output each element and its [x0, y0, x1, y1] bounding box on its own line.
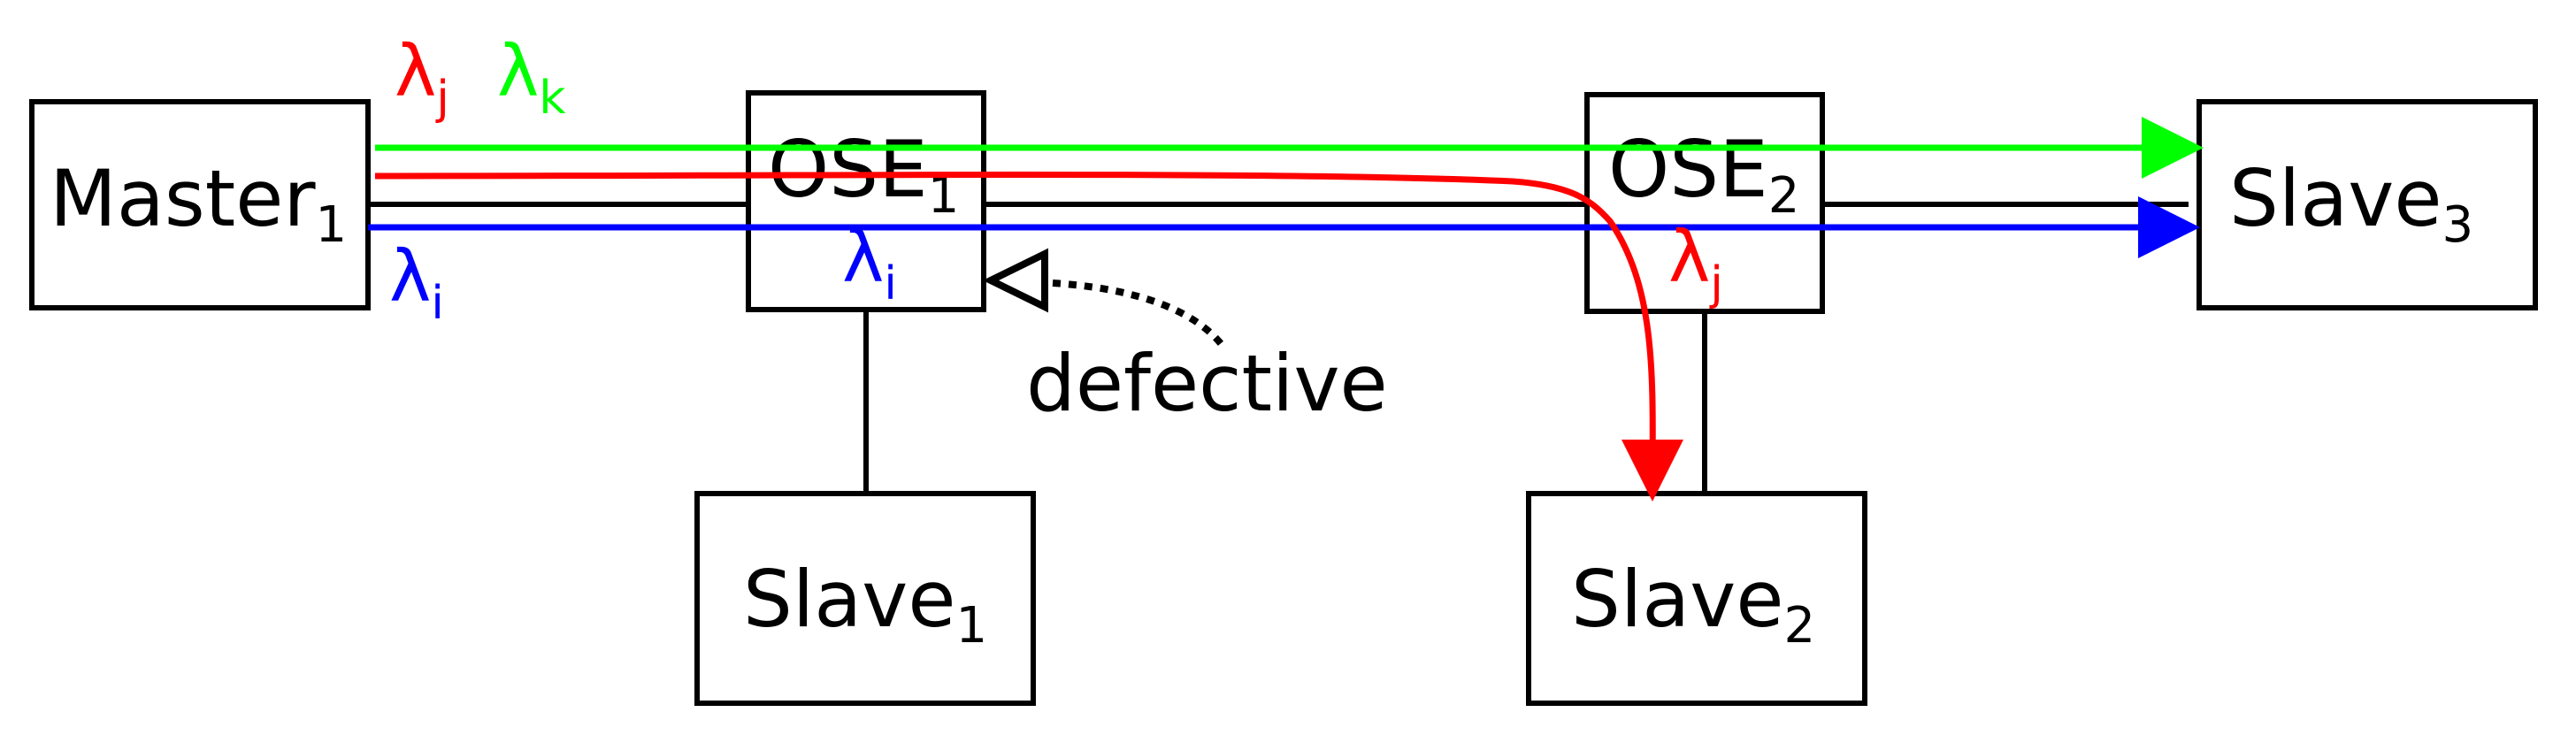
- lambda-j-label-master: λj: [395, 30, 449, 125]
- slave1-node: Slave1: [694, 491, 1036, 706]
- ose2-label: OSE2: [1608, 124, 1799, 225]
- slave1-label: Slave1: [743, 554, 987, 655]
- lambda-k-label-master: λk: [497, 30, 565, 125]
- lambda-j-path: [374, 172, 1684, 502]
- ose1-node: OSE1: [746, 90, 986, 312]
- lambda-i-label-ose1: λi: [842, 216, 897, 310]
- defective-pointer: [1052, 280, 1229, 352]
- ose1-label: OSE1: [768, 124, 959, 225]
- slave2-label: Slave2: [1571, 554, 1815, 655]
- defective-label: defective: [1026, 338, 1388, 429]
- lambda-i-label-master: λi: [389, 235, 444, 330]
- defective-port-triangle-icon: [982, 248, 1048, 313]
- slave3-label: Slave3: [2229, 153, 2473, 254]
- lambda-j-label-ose2: λj: [1668, 216, 1723, 310]
- slave2-node: Slave2: [1526, 491, 1867, 706]
- master1-node: Master1: [29, 99, 371, 310]
- master1-label: Master1: [50, 153, 347, 254]
- slave3-node: Slave3: [2196, 99, 2538, 310]
